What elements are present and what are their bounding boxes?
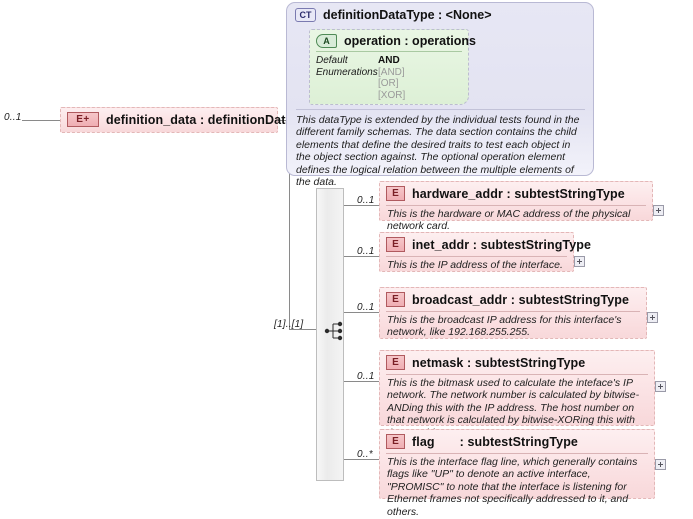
- expand-toggle-hardware-addr[interactable]: [653, 205, 664, 216]
- attribute-icon: A: [316, 34, 337, 48]
- facet-key-blank-1: [316, 78, 378, 90]
- element-icon: E: [386, 237, 405, 252]
- element-hardware-addr-documentation: This is the hardware or MAC address of t…: [386, 205, 646, 234]
- element-netmask-header: E netmask : subtestStringType: [384, 354, 650, 372]
- connector-seq-child-2: [343, 312, 379, 313]
- element-icon: E: [386, 355, 405, 370]
- facet-key-enumerations: Enumerations: [316, 66, 378, 78]
- element-inet-addr[interactable]: E inet_addr : subtestStringType This is …: [379, 232, 591, 272]
- facet-value-default: AND: [378, 55, 400, 66]
- element-broadcast-addr-documentation: This is the broadcast IP address for thi…: [386, 311, 640, 340]
- child-1-cardinality: 0..1: [357, 246, 375, 257]
- element-hardware-addr-header: E hardware_addr : subtestStringType: [384, 185, 648, 203]
- element-hardware-addr-label: hardware_addr : subtestStringType: [412, 186, 625, 201]
- connector-seq-child-1: [343, 256, 379, 257]
- attribute-operation-facets: Default AND Enumerations [AND] [OR] [XOR…: [316, 51, 462, 101]
- element-netmask-label: netmask : subtestStringType: [412, 355, 586, 370]
- connector-seq-child-4: [343, 459, 379, 460]
- element-plus-icon: E+: [67, 112, 99, 127]
- child-0-cardinality: 0..1: [357, 195, 375, 206]
- complextype-title: definitionDataType : <None>: [323, 8, 492, 22]
- facet-value-enum-xor: [XOR]: [378, 89, 406, 101]
- facet-value-enum-and: [AND]: [378, 66, 405, 78]
- child-2-cardinality: 0..1: [357, 302, 375, 313]
- connector-root-right: [278, 120, 290, 121]
- element-icon: E: [386, 186, 405, 201]
- complextype-icon: CT: [295, 8, 316, 22]
- element-inet-addr-label: inet_addr : subtestStringType: [412, 237, 592, 252]
- element-flag-header: E flag : subtestStringType: [384, 433, 650, 451]
- child-4-cardinality: 0..*: [357, 449, 373, 460]
- element-flag-label: flag : subtestStringType: [412, 434, 578, 449]
- attribute-operation-title: operation : operations: [344, 34, 476, 48]
- element-hardware-addr[interactable]: E hardware_addr : subtestStringType This…: [379, 181, 653, 232]
- element-flag[interactable]: E flag : subtestStringType This is the i…: [379, 429, 655, 518]
- sequence-icon: [324, 320, 346, 342]
- connector-branch-vertical: [289, 88, 290, 329]
- child-3-cardinality: 0..1: [357, 371, 375, 382]
- element-definition-data[interactable]: E+ definition_data : definitionDataType: [60, 107, 321, 133]
- attribute-operation-header: A operation : operations: [314, 33, 476, 51]
- facet-key-blank-2: [316, 90, 378, 102]
- element-definition-data-header: E+ definition_data : definitionDataType: [65, 111, 321, 129]
- element-icon: E: [386, 434, 405, 449]
- expand-toggle-flag[interactable]: [655, 459, 666, 470]
- element-icon: E: [386, 292, 405, 307]
- complextype-documentation: This dataType is extended by the individ…: [296, 109, 585, 188]
- connector-seq-child-0: [343, 205, 379, 206]
- expand-toggle-inet-addr[interactable]: [574, 256, 585, 267]
- sequence-compositor-bar[interactable]: [316, 188, 344, 481]
- connector-seq-child-3: [343, 381, 379, 382]
- expand-toggle-broadcast-addr[interactable]: [647, 312, 658, 323]
- connector-to-sequence: [289, 329, 317, 330]
- complextype-header: CT definitionDataType : <None>: [295, 8, 492, 22]
- facet-key-default: Default: [316, 55, 348, 66]
- complextype-definition-data-type: CT definitionDataType : <None> A operati…: [286, 2, 594, 188]
- element-icon-letter: E+: [76, 114, 90, 125]
- connector-root-left: [22, 120, 60, 121]
- root-cardinality: 0..1: [4, 112, 22, 123]
- element-broadcast-addr[interactable]: E broadcast_addr : subtestStringType Thi…: [379, 287, 647, 339]
- element-inet-addr-documentation: This is the IP address of the interface.: [386, 256, 567, 272]
- element-flag-documentation: This is the interface flag line, which g…: [386, 453, 648, 519]
- sequence-cardinality: [1]..[1]: [274, 319, 304, 330]
- element-broadcast-addr-label: broadcast_addr : subtestStringType: [412, 292, 630, 307]
- element-inet-addr-header: E inet_addr : subtestStringType: [384, 236, 591, 254]
- attribute-operation[interactable]: A operation : operations Default AND Enu…: [309, 29, 476, 105]
- expand-toggle-netmask[interactable]: [655, 381, 666, 392]
- element-definition-data-label: definition_data : definitionDataType: [106, 112, 322, 127]
- element-broadcast-addr-header: E broadcast_addr : subtestStringType: [384, 291, 642, 309]
- element-netmask[interactable]: E netmask : subtestStringType This is th…: [379, 350, 655, 439]
- facet-value-enum-or: [OR]: [378, 78, 399, 90]
